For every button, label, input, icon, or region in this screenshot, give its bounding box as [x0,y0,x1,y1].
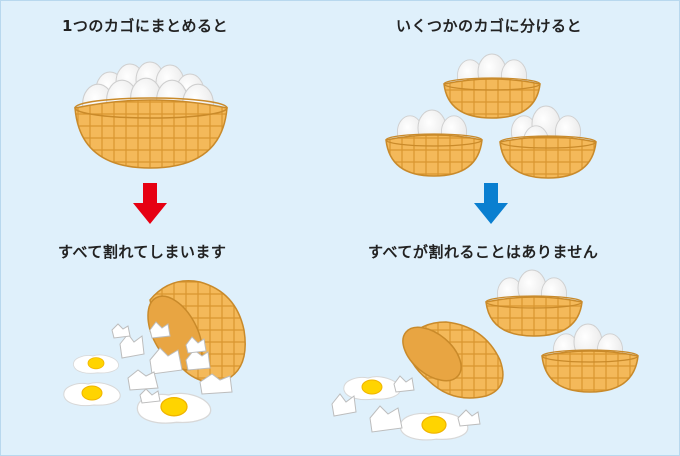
small-basket-top [443,53,541,119]
small-basket-left [385,109,483,177]
red-down-arrow [133,183,167,224]
broken-eggs-right [331,375,481,441]
small-basket-right [499,105,597,179]
right-top-caption: いくつかのカゴに分けると [396,17,583,35]
broken-eggs-left [63,321,233,424]
small-basket-safe-top [485,269,583,337]
left-bottom-caption: すべて割れてしまいます [58,243,227,261]
tipped-small-basket [402,321,504,399]
left-top-caption: 1つのカゴにまとめると [62,17,228,35]
small-basket-safe-bottom [541,323,639,393]
big-basket-full [74,61,228,169]
right-bottom-caption: すべてが割れることはありません [368,243,599,261]
blue-down-arrow [474,183,508,224]
